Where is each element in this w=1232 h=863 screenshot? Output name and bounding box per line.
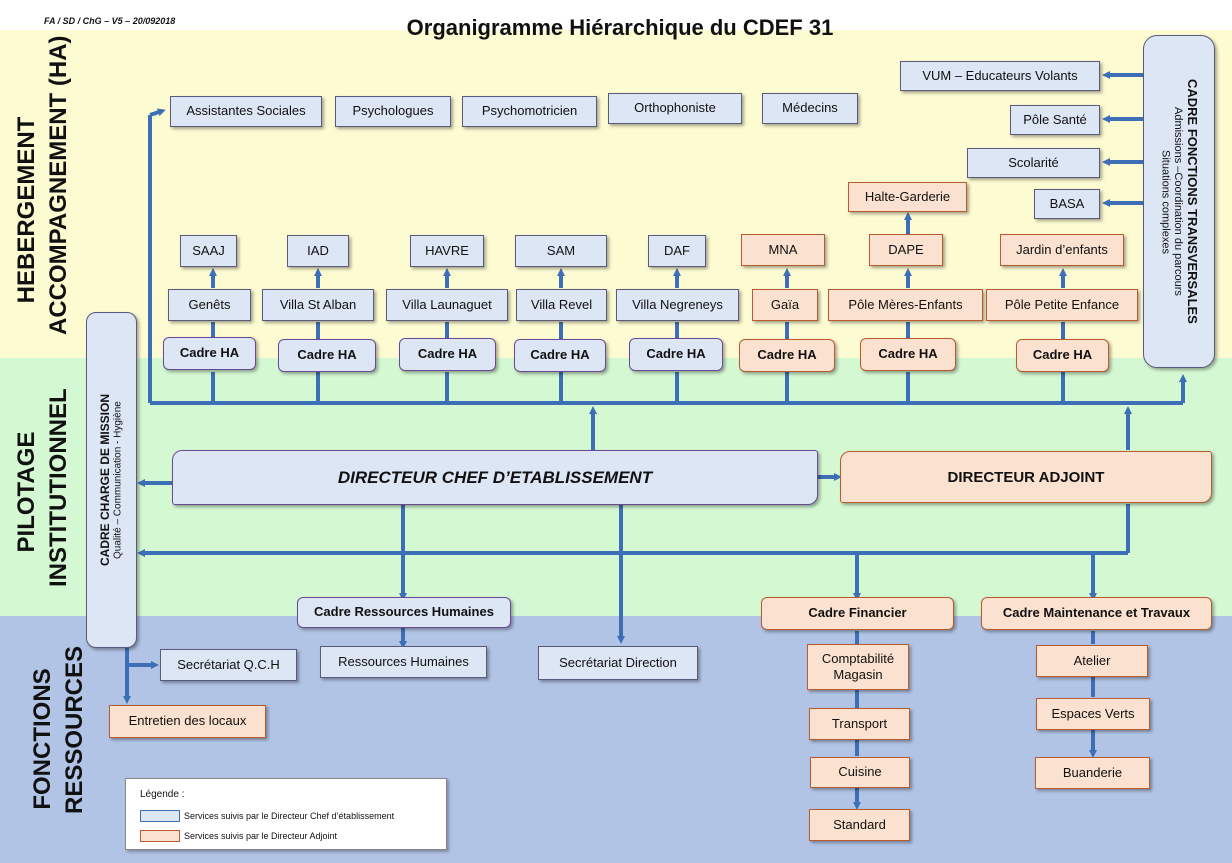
service-entretien-locaux[interactable]: Entretien des locaux <box>109 705 266 738</box>
service-espaces-verts[interactable]: Espaces Verts <box>1036 698 1150 730</box>
cadre-ha-villa-negreneys[interactable]: Cadre HA <box>629 338 723 371</box>
legend-title: Légende : <box>140 789 185 800</box>
unit-mid-genets[interactable]: Genêts <box>168 289 251 321</box>
service-comptabilite-magasin[interactable]: Comptabilité Magasin <box>807 644 909 690</box>
cadre-transversal-sub1: Admissions –Coordination du parcours <box>1172 107 1185 296</box>
legend-swatch-blue <box>140 810 180 822</box>
document-reference: FA / SD / ChG – V5 – 20/092018 <box>44 16 176 26</box>
cadre-ha-pole-petite-enfance[interactable]: Cadre HA <box>1016 339 1109 372</box>
service-halte-garderie[interactable]: Halte-Garderie <box>848 182 967 212</box>
service-secretariat-direction[interactable]: Secrétariat Direction <box>538 646 698 680</box>
service-psychologues[interactable]: Psychologues <box>335 96 451 127</box>
cadre-mission-title: CADRE CHARGE DE MISSION <box>98 393 113 566</box>
cadre-mission-text: CADRE CHARGE DE MISSION Qualité – Commun… <box>98 394 124 566</box>
unit-top-iad[interactable]: IAD <box>287 235 349 267</box>
unit-mid-pole-meres-enfants[interactable]: Pôle Mères-Enfants <box>828 289 983 321</box>
unit-mid-pole-petite-enfance[interactable]: Pôle Petite Enfance <box>986 289 1138 321</box>
service-orthophoniste[interactable]: Orthophoniste <box>608 93 742 124</box>
service-cuisine[interactable]: Cuisine <box>810 757 910 788</box>
zone-label-line: FONCTIONS <box>29 668 56 810</box>
unit-mid-villa-st-alban[interactable]: Villa St Alban <box>262 289 374 321</box>
unit-mid-villa-negreneys[interactable]: Villa Negreneys <box>616 289 739 321</box>
unit-mid-gaia[interactable]: Gaïa <box>752 289 818 321</box>
cadre-fonctions-transversales[interactable]: CADRE FONCTIONS TRANSVERSALES Admissions… <box>1143 35 1215 368</box>
service-scolarite[interactable]: Scolarité <box>967 148 1100 178</box>
service-buanderie[interactable]: Buanderie <box>1035 757 1150 789</box>
zone-label-line: INSTITUTIONNEL <box>45 388 72 587</box>
directeur-adjoint[interactable]: DIRECTEUR ADJOINT <box>840 451 1212 503</box>
unit-top-jardin[interactable]: Jardin d’enfants <box>1000 234 1124 266</box>
zone-label-line: RESSOURCES <box>61 645 88 814</box>
service-standard[interactable]: Standard <box>809 809 910 841</box>
unit-top-saaj[interactable]: SAAJ <box>180 235 237 267</box>
cadre-mission-sub: Qualité – Communication - Hygiène <box>112 401 124 559</box>
service-comptabilite: Comptabilité <box>821 650 895 666</box>
cadre-ha-gaia[interactable]: Cadre HA <box>739 339 835 372</box>
zone-label-pilotage: PILOTAGE INSTITUTIONNEL <box>11 388 75 587</box>
unit-mid-villa-revel[interactable]: Villa Revel <box>516 289 607 321</box>
cadre-financier[interactable]: Cadre Financier <box>761 597 954 630</box>
service-vum[interactable]: VUM – Educateurs Volants <box>900 61 1100 91</box>
directeur-label: DIRECTEUR CHEF D’ETABLISSEMENT <box>337 467 653 487</box>
cadre-ha-genets[interactable]: Cadre HA <box>163 337 256 370</box>
cadre-ressources-humaines[interactable]: Cadre Ressources Humaines <box>297 597 511 628</box>
service-medecins[interactable]: Médecins <box>762 93 858 124</box>
zone-label-line: PILOTAGE <box>13 431 40 553</box>
legend: Légende : Services suivis par le Directe… <box>125 778 447 850</box>
cadre-ha-villa-st-alban[interactable]: Cadre HA <box>278 339 376 372</box>
directeur-adjoint-label: DIRECTEUR ADJOINT <box>947 468 1105 486</box>
unit-top-sam[interactable]: SAM <box>515 235 607 267</box>
cadre-transversal-title: CADRE FONCTIONS TRANSVERSALES <box>1185 79 1201 324</box>
service-atelier[interactable]: Atelier <box>1036 645 1148 677</box>
legend-text-orange: Services suivis par le Directeur Adjoint <box>184 831 338 841</box>
unit-top-dape[interactable]: DAPE <box>869 234 943 266</box>
cadre-charge-de-mission[interactable]: CADRE CHARGE DE MISSION Qualité – Commun… <box>86 312 137 648</box>
service-ressources-humaines[interactable]: Ressources Humaines <box>320 646 487 678</box>
service-psychomotricien[interactable]: Psychomotricien <box>462 96 597 127</box>
legend-text-blue: Services suivis par le Directeur Chef d’… <box>184 811 395 821</box>
page-title: Organigramme Hiérarchique du CDEF 31 <box>406 15 834 40</box>
cadre-ha-villa-launaguet[interactable]: Cadre HA <box>399 338 496 371</box>
cadre-transversal-text: CADRE FONCTIONS TRANSVERSALES Admissions… <box>1159 79 1201 324</box>
unit-top-daf[interactable]: DAF <box>648 235 706 267</box>
zone-label-hebergement: HEBERGEMENT ACCOMPAGNEMENT (HA) <box>11 35 75 335</box>
cadre-transversal-sub2: Situations complexes <box>1159 149 1172 254</box>
legend-swatch-orange <box>140 830 180 842</box>
service-magasin: Magasin <box>833 667 883 682</box>
cadre-ha-villa-revel[interactable]: Cadre HA <box>514 339 606 372</box>
directeur-chef-etablissement[interactable]: DIRECTEUR CHEF D’ETABLISSEMENT <box>172 450 818 505</box>
unit-top-mna[interactable]: MNA <box>741 234 825 266</box>
service-basa[interactable]: BASA <box>1034 189 1100 219</box>
service-pole-sante[interactable]: Pôle Santé <box>1010 105 1100 135</box>
cadre-ha-pole-meres-enfants[interactable]: Cadre HA <box>860 338 956 371</box>
zone-label-fonctions: FONCTIONS RESSOURCES <box>27 645 91 814</box>
service-transport[interactable]: Transport <box>809 708 910 740</box>
zone-label-line: ACCOMPAGNEMENT (HA) <box>45 35 72 335</box>
unit-mid-villa-launaguet[interactable]: Villa Launaguet <box>386 289 508 321</box>
unit-top-havre[interactable]: HAVRE <box>410 235 484 267</box>
zone-label-line: HEBERGEMENT <box>13 116 40 304</box>
service-secretariat-qch[interactable]: Secrétariat Q.C.H <box>160 649 297 681</box>
service-assistantes-sociales[interactable]: Assistantes Sociales <box>170 96 322 127</box>
cadre-maintenance-travaux[interactable]: Cadre Maintenance et Travaux <box>981 597 1212 630</box>
